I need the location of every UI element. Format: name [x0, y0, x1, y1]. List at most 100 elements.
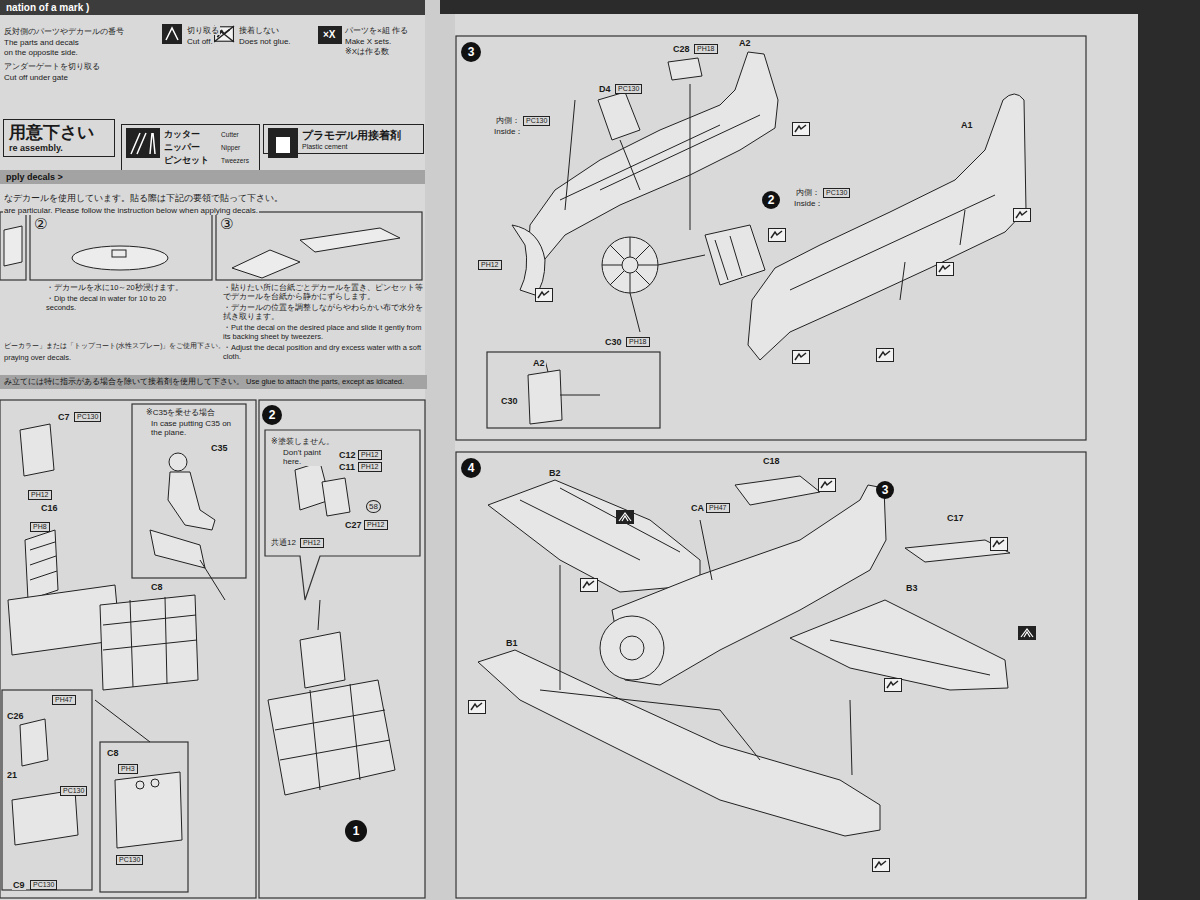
panel-frame	[2, 690, 92, 890]
paper-background	[425, 0, 455, 900]
panel-frame	[456, 36, 1086, 440]
node-text: 2	[768, 193, 775, 207]
fuselage-drawing	[512, 52, 1026, 424]
wing-drawing	[830, 640, 990, 675]
cockpit-part	[8, 424, 395, 848]
node-text: nation of a mark )	[6, 2, 419, 13]
paint-code: PC130	[30, 880, 57, 890]
note-text: Don't paint here.	[282, 448, 339, 466]
glue-icon	[885, 679, 902, 692]
paint-code: PC130	[60, 786, 87, 796]
part-number: C12	[338, 450, 357, 460]
note-text: In case putting C35 on the plane.	[150, 419, 237, 437]
note-text: ・貼りたい所に台紙ごとデカールを置き、ピンセット等でデカールを台紙から静かにずら…	[222, 284, 424, 301]
part-number: A2	[532, 358, 546, 368]
panel-frame	[259, 400, 425, 898]
paint-code: PH12	[358, 450, 382, 460]
wing-drawing	[520, 488, 680, 560]
fuselage-drawing	[598, 92, 640, 140]
fuselage-drawing	[512, 225, 545, 295]
note-text: 内側：	[795, 188, 821, 197]
cut-icon	[1018, 626, 1036, 640]
part-number: C30	[604, 337, 623, 347]
wing-drawing	[600, 616, 664, 680]
note-text: The parts and decals	[3, 38, 80, 47]
part-number: C28	[672, 44, 691, 54]
decal-drawing	[72, 246, 168, 270]
paint-code: PH12	[358, 462, 382, 472]
cockpit-part	[100, 595, 198, 690]
cockpit-part	[275, 684, 390, 790]
part-number: C8	[106, 748, 120, 758]
cockpit-part	[95, 560, 320, 742]
paint-code: PC130	[523, 116, 550, 126]
cockpit-part	[30, 542, 57, 580]
fuselage-drawing	[668, 58, 702, 80]
note-text: アンダーゲートを切り取る	[3, 62, 101, 71]
cockpit-part	[136, 781, 144, 789]
note-text: ②	[33, 215, 48, 232]
tool-box: カッターCutterニッパーNipperピンセットTweezers	[121, 124, 260, 171]
note-text: ※塗装しません。	[270, 437, 335, 446]
glue-icon	[937, 263, 954, 276]
mark-icon	[166, 28, 178, 40]
decal-drawing	[4, 226, 22, 266]
fuselage-drawing	[528, 370, 562, 424]
note-text: パーツを×組 作る	[344, 26, 409, 35]
panel-frame	[265, 430, 420, 600]
note-text: ビーカラー」または「トップコート(水性スプレー)」をご使用下さい。	[3, 342, 226, 350]
paint-code: PH3	[118, 764, 138, 774]
panel-frame	[456, 452, 1086, 898]
header-band: pply decals >	[0, 170, 425, 184]
color-number: 58	[366, 500, 381, 513]
node-text: Plastic cement	[302, 143, 419, 150]
glue-icon	[469, 701, 486, 714]
wing-drawing	[620, 636, 644, 660]
paint-code: PH8	[30, 522, 50, 532]
wing-drawing	[478, 476, 1010, 836]
node-text: 4	[468, 461, 475, 475]
tool-icon	[276, 137, 290, 153]
paint-code: PH12	[364, 520, 388, 530]
cockpit-part	[322, 478, 350, 516]
panel-frame	[132, 404, 246, 578]
paint-code: PC130	[74, 412, 101, 422]
glue-icon	[793, 351, 810, 364]
note-text: Inside：	[793, 199, 824, 208]
wing-drawing	[478, 650, 880, 836]
note-text: 切り取る	[186, 26, 220, 35]
cockpit-part	[169, 453, 187, 471]
node-text: カッター	[164, 128, 215, 141]
cut-icon	[616, 510, 1036, 640]
step-number: 4	[461, 458, 481, 478]
part-number: C11	[338, 462, 356, 472]
step-number: 3	[876, 481, 894, 499]
icon-text: ×X	[321, 29, 338, 41]
glue-icon	[877, 349, 894, 362]
cockpit-part	[25, 530, 58, 600]
fuselage-drawing	[705, 225, 765, 285]
cockpit-part	[12, 790, 78, 845]
glue-icon	[793, 123, 810, 136]
paper-background	[0, 0, 1140, 900]
node-text: Nipper	[221, 144, 255, 151]
panel-frame	[216, 212, 422, 280]
cockpit-part	[115, 772, 182, 848]
cockpit-part	[103, 597, 197, 687]
fuselage-drawing	[790, 195, 995, 300]
note-text: なデカールを使用しています。貼る際は下記の要領で貼って下さい。	[3, 194, 284, 204]
tool-icon	[131, 133, 155, 154]
note-text: Does not glue.	[238, 37, 292, 46]
glue-icon	[536, 289, 553, 302]
note-text: Cut off.	[186, 37, 214, 46]
part-number: 21	[6, 770, 18, 780]
node-text: pply decals >	[6, 172, 419, 182]
step-number: 2	[262, 405, 282, 425]
note-text: ・デカールの位置を調整しながらやわらかい布で水分を拭き取ります。	[222, 304, 424, 321]
note-text: ・Put the decal on the desired place and …	[222, 324, 424, 341]
part-number: B3	[905, 583, 919, 593]
cockpit-part	[150, 530, 205, 568]
paper-background	[440, 0, 1200, 14]
part-number: B1	[505, 638, 519, 648]
